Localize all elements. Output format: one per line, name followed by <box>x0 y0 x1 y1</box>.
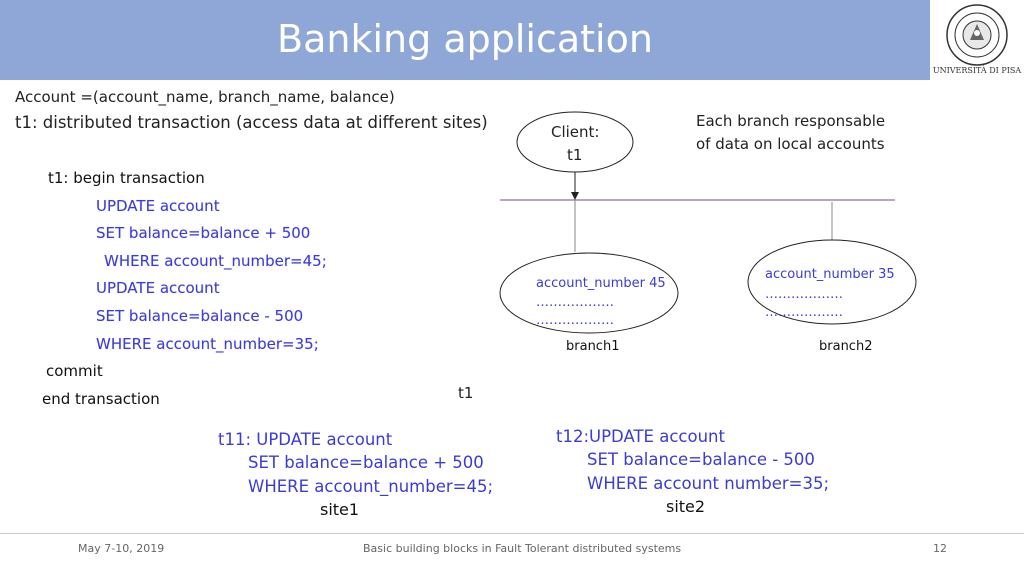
site1-label: site1 <box>320 500 360 519</box>
client-label: Client: <box>551 123 600 141</box>
t11-line-1: t11: UPDATE account <box>218 430 393 449</box>
page-number: 12 <box>933 542 947 555</box>
branch2-account: account_number 35 <box>765 267 895 282</box>
code-line-1: UPDATE account <box>96 197 220 215</box>
slide-title: Banking application <box>277 17 653 61</box>
code-line-6: WHERE account_number=35; <box>96 335 319 353</box>
code-begin: t1: begin transaction <box>48 169 205 187</box>
t12-line-1: t12:UPDATE account <box>556 427 725 446</box>
branch1-dots-1: ……………… <box>536 295 614 310</box>
university-logo: UNIVERSITÀ DI PISA <box>930 0 1024 80</box>
university-seal-icon <box>946 4 1008 66</box>
t12-line-3: WHERE account number=35; <box>587 474 830 493</box>
title-bar <box>0 0 930 80</box>
t1-label: t1 <box>458 384 474 402</box>
code-line-3: WHERE account_number=45; <box>104 252 327 270</box>
branch2-node <box>747 239 917 325</box>
footer-divider <box>0 533 1024 534</box>
branch2-label: branch2 <box>819 339 873 354</box>
branch1-node <box>499 252 679 334</box>
branch2-dots-2: ……………… <box>765 305 843 320</box>
branch1-dots-2: ……………… <box>536 313 614 328</box>
client-t1: t1 <box>567 146 583 164</box>
branch-note-line2: of data on local accounts <box>696 135 885 153</box>
t11-line-2: SET balance=balance + 500 <box>248 453 484 472</box>
code-line-2: SET balance=balance + 500 <box>96 224 311 242</box>
client-arrowhead <box>571 192 579 200</box>
t12-line-2: SET balance=balance - 500 <box>587 450 815 469</box>
account-definition: Account =(account_name, branch_name, bal… <box>15 88 395 106</box>
branch2-dots-1: ……………… <box>765 287 843 302</box>
t1-description: t1: distributed transaction (access data… <box>15 113 488 132</box>
code-line-4: UPDATE account <box>96 279 220 297</box>
code-end: end transaction <box>42 390 160 408</box>
footer-title: Basic building blocks in Fault Tolerant … <box>363 542 682 555</box>
site2-label: site2 <box>666 497 706 516</box>
code-line-5: SET balance=balance - 500 <box>96 307 304 325</box>
branch-note-line1: Each branch responsable <box>696 112 886 130</box>
t11-line-3: WHERE account_number=45; <box>248 477 494 496</box>
branch1-account: account_number 45 <box>536 276 666 291</box>
footer-date: May 7-10, 2019 <box>78 542 165 555</box>
code-commit: commit <box>46 362 103 380</box>
logo-text: UNIVERSITÀ DI PISA <box>932 66 1022 75</box>
branch1-label: branch1 <box>566 339 620 354</box>
